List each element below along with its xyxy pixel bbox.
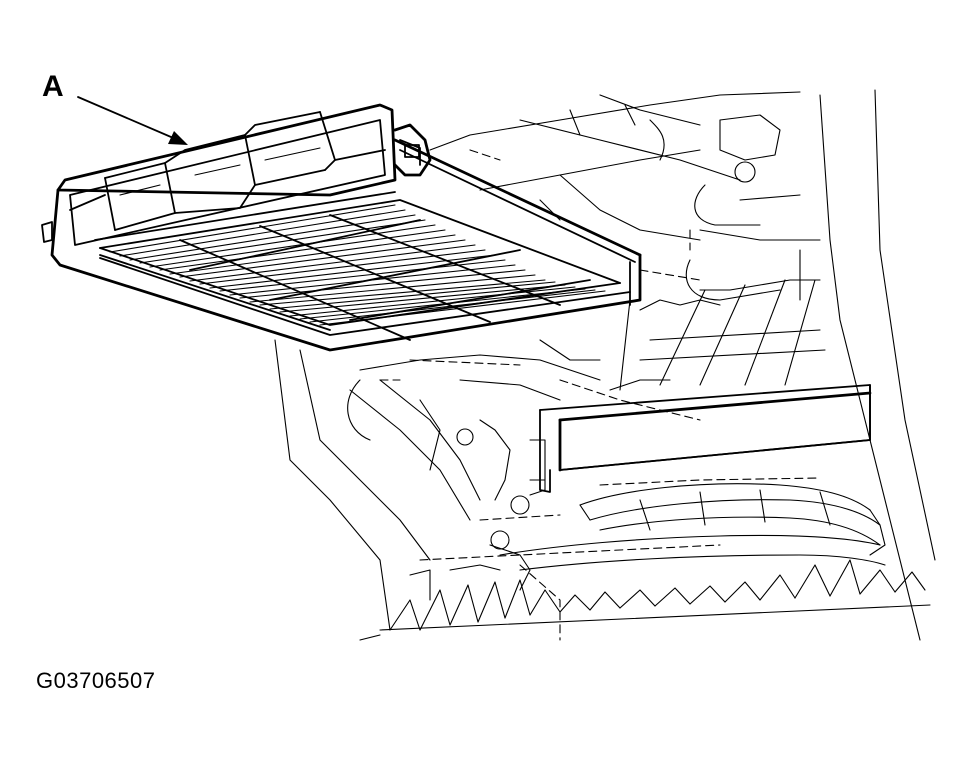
callout-label-a: A (42, 70, 64, 103)
housing-fins (379, 559, 931, 631)
cabin-air-filter (41, 103, 642, 352)
filter-slot-opening (529, 384, 872, 496)
callout-arrow (77, 96, 188, 145)
hvac-housing-background (274, 89, 936, 641)
filter-support-ribs (99, 214, 591, 341)
blower-scroll (449, 483, 886, 591)
figure-id-code: G03706507 (36, 668, 156, 693)
